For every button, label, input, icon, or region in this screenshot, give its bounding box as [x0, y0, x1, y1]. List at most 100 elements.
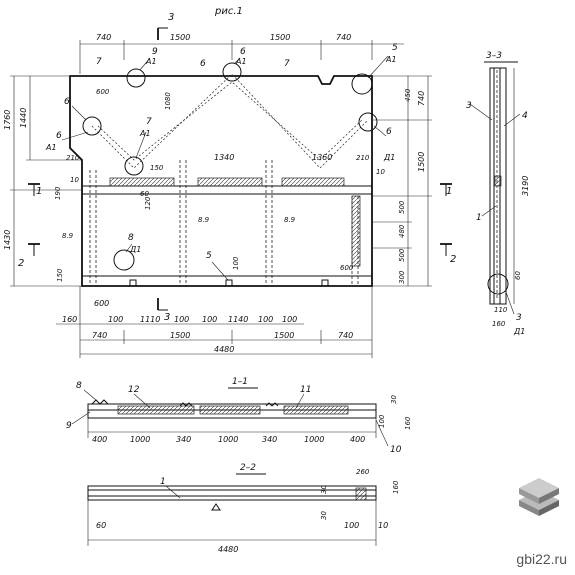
top-dimension-chain: 740 1500 1500 740	[79, 33, 404, 74]
right-dim-480: 480	[398, 224, 406, 238]
dim-150-bottom: 150	[56, 268, 64, 282]
dim-10-left: 10	[70, 176, 79, 184]
top-dim-3: 1500	[270, 33, 290, 42]
right-dim-300: 300	[398, 270, 406, 284]
dim-190: 190	[54, 186, 62, 200]
bottom-dim-1140: 1140	[228, 315, 248, 324]
callout-8: 8	[128, 233, 134, 243]
bottom-dim-740b: 740	[338, 331, 353, 340]
s11-label-9: 9	[66, 421, 72, 431]
s11-dim-100: 100	[378, 414, 386, 428]
callout-7-top: 7	[284, 59, 290, 69]
lifting-point-7-mid	[124, 156, 144, 176]
s22-dim-60: 60	[96, 521, 106, 530]
s33-label-4: 4	[522, 111, 528, 121]
dim-89-mid: 8.9	[198, 216, 210, 224]
bottom-dim-160: 160	[62, 315, 77, 324]
strip-2	[197, 177, 263, 187]
bottom-dim-4480: 4480	[214, 345, 234, 354]
right-dim-500a: 500	[398, 200, 406, 214]
right-dim-500b: 500	[398, 248, 406, 262]
bottom-dim-1500a: 1500	[170, 331, 190, 340]
bottom-dim-100a: 100	[108, 315, 123, 324]
dim-100-inner: 100	[232, 256, 240, 270]
callout-a1-1: А1	[145, 57, 157, 66]
section-2-left: 2	[18, 258, 24, 269]
strip-3	[281, 177, 345, 187]
s11-dim-340b: 340	[262, 435, 277, 444]
s11-dim-400b: 400	[350, 435, 365, 444]
bottom-dimension-chain: 600 160 100 1110 100 100 1140 100 100 74…	[56, 286, 373, 358]
lifting-point-6-top	[222, 62, 242, 82]
s33-label-3a: 3	[466, 101, 472, 111]
bottom-dim-1110: 1110	[140, 315, 160, 324]
s22-dim-100: 100	[344, 521, 359, 530]
callout-5: 5	[392, 43, 398, 53]
bottom-dim-100e: 100	[282, 315, 297, 324]
top-dim-1: 740	[96, 33, 111, 42]
dim-89-left: 8.9	[62, 232, 74, 240]
callout-7-mid: 7	[146, 117, 152, 127]
s33-dim-3190: 3190	[521, 176, 530, 196]
callout-6-top: 6	[240, 47, 246, 57]
callout-d1-right: Д1	[383, 153, 395, 162]
s11-dim-160: 160	[404, 416, 412, 430]
s33-dim-110: 110	[494, 306, 508, 314]
section-1-left: 1	[36, 186, 42, 197]
callout-9: 9	[152, 47, 158, 57]
callout-a1-2: А1	[235, 57, 247, 66]
lifting-point-8	[113, 249, 135, 271]
section-3-bottom-label: 3	[164, 312, 170, 323]
bottom-dim-740a: 740	[92, 331, 107, 340]
dim-600-inner: 600	[340, 264, 354, 272]
view-3-3-title: 3–3	[486, 51, 502, 61]
s33-label-3b: 3	[516, 313, 522, 323]
lifting-point-5	[351, 73, 373, 95]
section-3-top-label: 3	[168, 12, 174, 23]
s22-dim-260: 260	[356, 468, 370, 476]
dim-210-left: 210	[66, 154, 80, 162]
section-3-3: 3–3 3190 60 110 160 3 4 1 3 Д1	[466, 51, 530, 336]
callout-a1-5: А1	[139, 129, 151, 138]
lifting-point-6-right	[358, 112, 378, 132]
lifting-points	[82, 62, 378, 287]
left-dim-1440: 1440	[19, 108, 28, 128]
dim-120: 120	[144, 196, 152, 210]
top-dim-4: 740	[336, 33, 351, 42]
view-1-1-title: 1–1	[232, 377, 248, 387]
dim-60: 60	[140, 190, 149, 198]
callout-6-left: 6	[64, 97, 70, 107]
s22-dim-160: 160	[392, 480, 400, 494]
callout-6-right: 6	[386, 127, 392, 137]
s11-label-8: 8	[76, 381, 82, 391]
section-1-1: 1–1 400 1000 340 1000 340 1000 400 30 16…	[66, 377, 412, 455]
callout-6-left-2: 6	[56, 131, 62, 141]
s33-dim-60: 60	[514, 271, 522, 280]
strip-1	[109, 177, 175, 187]
s11-dim-1000a: 1000	[130, 435, 150, 444]
section-3-bottom-marker: 3	[157, 298, 170, 323]
callout-a1-3: А1	[385, 55, 397, 64]
dim-210-right: 210	[356, 154, 370, 162]
bottom-dim-100b: 100	[174, 315, 189, 324]
s22-dim-30b: 30	[320, 511, 328, 520]
bottom-dim-100d: 100	[258, 315, 273, 324]
right-dimension-chain: 740 1500 500 480 500 300 1 2	[372, 75, 456, 287]
s11-label-12: 12	[128, 385, 140, 395]
bottom-dim-100c: 100	[202, 315, 217, 324]
s33-dim-160: 160	[492, 320, 506, 328]
callout-a1-4: А1	[45, 143, 57, 152]
s11-dim-400a: 400	[92, 435, 107, 444]
dim-1360: 1360	[312, 153, 332, 162]
dim-89-right: 8.9	[284, 216, 296, 224]
top-dim-2: 1500	[170, 33, 190, 42]
right-dim-1500: 1500	[417, 152, 426, 172]
bottom-dim-600: 600	[94, 299, 109, 308]
left-dim-1760: 1760	[3, 110, 12, 130]
s22-label-1: 1	[160, 477, 166, 487]
callout-d1-8: Д1	[129, 245, 141, 254]
site-watermark[interactable]: gbi22.ru	[516, 551, 567, 567]
section-2-right: 2	[450, 254, 456, 265]
s11-label-11: 11	[300, 385, 311, 395]
